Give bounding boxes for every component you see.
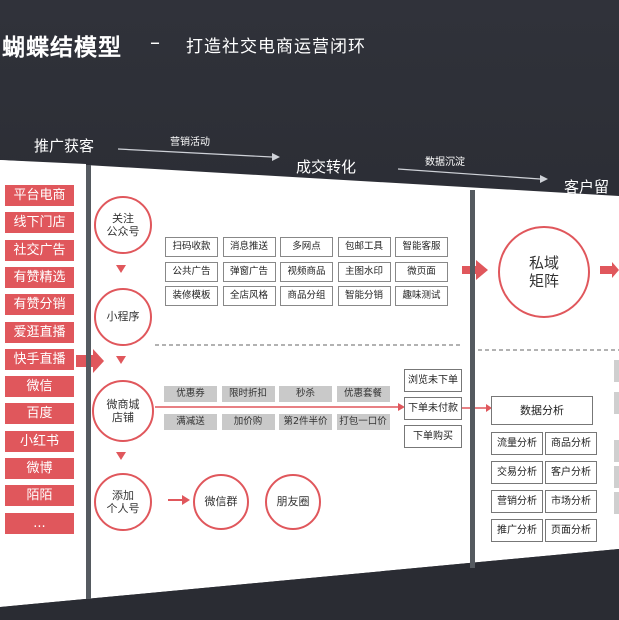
promo-item: 秒杀 [279, 386, 332, 402]
channel-item: 社交广告 [5, 239, 74, 261]
tool-item: 商品分组 [280, 286, 333, 306]
order-unpaid: 下单未付款 [404, 397, 462, 420]
arrow-down-icon [116, 265, 126, 273]
promo-item: 优惠套餐 [336, 386, 390, 402]
tool-item: 多网点 [280, 237, 333, 257]
channel-item: 爱逛直播 [5, 321, 74, 343]
promo-item: 第2件半价 [279, 414, 332, 430]
tool-item: 包邮工具 [337, 237, 391, 257]
channel-item: 陌陌 [5, 485, 74, 507]
channel-item: 快手直播 [5, 348, 74, 370]
channel-item: 百度 [5, 403, 74, 425]
analysis-item: 流量分析 [491, 432, 543, 455]
arrow-down-icon [116, 356, 126, 364]
promo-item: 限时折扣 [221, 386, 275, 402]
analysis-item: 推广分析 [491, 519, 543, 542]
promo-item: 满减送 [164, 414, 217, 430]
stage-convert: 成交转化 [296, 158, 357, 176]
journey-miniapp-label: 小程序 [106, 310, 140, 324]
analysis-item: 页面分析 [545, 519, 597, 542]
channel-item: 微博 [5, 458, 74, 479]
tool-item: 智能客服 [395, 237, 448, 257]
divider-left [86, 165, 91, 599]
journey-follow-label: 关注 公众号 [106, 211, 140, 238]
journey-wechat-group: 微信群 [193, 474, 249, 530]
analysis-item: 营销分析 [491, 490, 543, 513]
journey-follow: 关注 公众号 [94, 196, 152, 254]
journey-store-label: 微商城 店铺 [106, 397, 140, 424]
tool-item: 公共广告 [165, 261, 218, 282]
page-title: 蝴蝶结模型 [2, 35, 122, 61]
title-dash: – [150, 30, 160, 54]
tool-item: 消息推送 [222, 237, 276, 257]
journey-add-personal: 添加 个人号 [94, 473, 152, 531]
tool-item: 弹窗广告 [222, 261, 276, 282]
promo-item: 优惠券 [164, 386, 217, 402]
flow-label-data: 数据沉淀 [425, 157, 465, 168]
analysis-item: 商品分析 [545, 432, 597, 455]
order-purchased: 下单购买 [404, 425, 462, 448]
analysis-item: 客户分析 [545, 461, 597, 484]
channel-item: 有赞精选 [5, 266, 74, 288]
flow-label-marketing: 营销活动 [170, 137, 210, 148]
tool-item: 微页面 [395, 261, 448, 282]
journey-moments: 朋友圈 [265, 474, 321, 530]
analysis-item: 市场分析 [545, 490, 597, 513]
order-browse-no-buy: 浏览未下单 [404, 369, 462, 392]
channel-item: 有赞分销 [5, 294, 74, 316]
tool-item: 主图水印 [337, 261, 391, 282]
private-domain-matrix: 私域 矩阵 [498, 226, 590, 318]
tool-item: 扫码收款 [165, 237, 218, 257]
private-domain-label: 私域 矩阵 [528, 254, 559, 290]
arrow-down-icon [116, 452, 126, 460]
channel-item: 平台电商 [5, 185, 74, 206]
wechat-group-label: 微信群 [204, 495, 238, 509]
promo-item: 打包一口价 [336, 414, 390, 430]
tool-item: 全店风格 [222, 286, 276, 306]
channel-item: 线下门店 [5, 212, 74, 234]
tool-item: 智能分销 [337, 286, 391, 306]
page-subtitle: 打造社交电商运营闭环 [186, 37, 366, 57]
stage-acquire: 推广获客 [34, 137, 95, 155]
analysis-title: 数据分析 [491, 396, 593, 425]
channel-item: 微信 [5, 376, 74, 398]
promo-item: 加价购 [221, 414, 275, 430]
tool-item: 视频商品 [280, 261, 333, 282]
channel-item: 小红书 [5, 430, 74, 452]
journey-add-label: 添加 个人号 [106, 488, 140, 515]
journey-store: 微商城 店铺 [92, 380, 154, 442]
journey-miniapp: 小程序 [94, 288, 152, 346]
tool-item: 趣味测试 [395, 286, 448, 306]
tool-item: 装修模板 [165, 286, 218, 306]
analysis-item: 交易分析 [491, 461, 543, 484]
moments-label: 朋友圈 [276, 495, 310, 509]
divider-right [470, 190, 475, 568]
channel-item: ... [5, 512, 74, 534]
stage-retain: 客户留存 [564, 178, 610, 217]
